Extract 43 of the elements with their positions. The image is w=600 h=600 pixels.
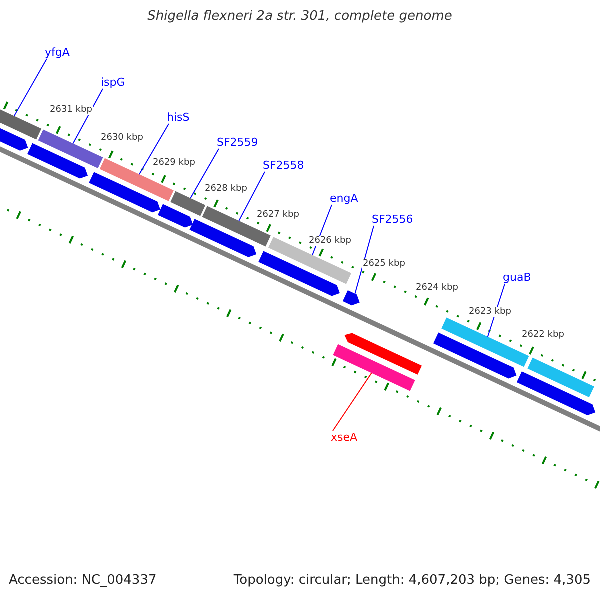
- gene-label: engA: [330, 192, 358, 205]
- genome-summary-text: Topology: circular; Length: 4,607,203 bp; Genes: 4,305: [234, 573, 591, 588]
- gene-bar: [38, 130, 104, 168]
- gene-label: SF2556: [372, 213, 414, 226]
- position-label: 2631 kbp: [49, 105, 94, 115]
- position-label: 2624 kbp: [415, 283, 460, 293]
- gene-bar: [100, 158, 174, 202]
- gene-label: SF2558: [263, 159, 304, 172]
- gene-feature: [190, 219, 257, 258]
- position-label: 2625 kbp: [362, 259, 406, 269]
- position-label: 2623 kbp: [468, 307, 512, 317]
- position-label: 2626 kbp: [308, 236, 352, 246]
- position-label: 2630 kbp: [100, 133, 144, 143]
- position-label: 2629 kbp: [152, 158, 196, 168]
- position-label: 2628 kbp: [204, 184, 248, 194]
- position-label: 2627 kbp: [256, 210, 300, 220]
- gene-label: SF2559: [217, 136, 258, 149]
- gene-bar: [170, 191, 206, 216]
- leader-line: [138, 124, 170, 175]
- gene-bar: [528, 358, 594, 398]
- diagram-title: Shigella flexneri 2a str. 301, complete genome: [146, 9, 454, 24]
- gene-feature: [28, 143, 88, 179]
- leader-line: [354, 226, 374, 294]
- gene-bar: [268, 237, 352, 284]
- gene-label: xseA: [331, 431, 358, 444]
- leader-line: [238, 172, 266, 222]
- gene-feature: [434, 332, 517, 379]
- gene-feature: [516, 372, 596, 416]
- leader-line: [72, 88, 104, 144]
- gene-label: ispG: [101, 76, 126, 89]
- leader-line: [14, 58, 48, 117]
- gene-feature: [158, 204, 194, 228]
- gene-feature: [342, 290, 360, 306]
- gene-feature: [344, 333, 422, 375]
- gene-label: yfgA: [45, 46, 70, 59]
- position-label: 2622 kbp: [521, 330, 566, 340]
- gene-feature: [89, 172, 160, 213]
- gene-bar: [333, 344, 416, 392]
- gene-label: guaB: [503, 271, 532, 284]
- accession-text: Accession: NC_004337: [9, 573, 157, 588]
- leader-line: [332, 372, 372, 432]
- gene-label: hisS: [167, 111, 190, 124]
- gene-feature: [258, 251, 340, 296]
